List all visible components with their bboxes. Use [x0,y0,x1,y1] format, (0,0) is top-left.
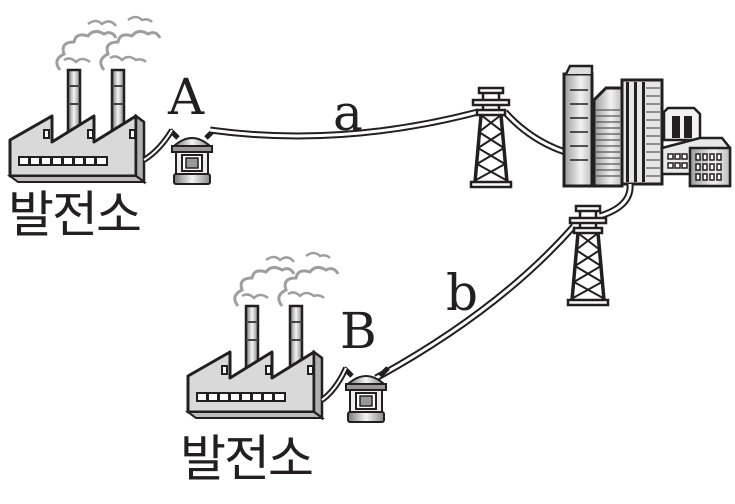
plant-b-letter: B [340,302,377,360]
plant-a-label: 발전소 [8,186,142,244]
tower-a [469,86,513,189]
transmission-line-a [209,108,567,156]
factory-icon [8,15,162,184]
pylon-icon [469,86,513,189]
transformer-icon [344,368,388,422]
line-b-label: b [446,264,479,322]
transmission-line-b [374,183,634,382]
pylon-icon [566,204,610,307]
plant-b-feeder [320,366,349,403]
city-buildings [562,64,732,188]
plant-b-label: 발전소 [180,430,314,488]
plant-a-feeder [142,128,175,163]
power-plant-b [186,251,340,420]
factory-icon [186,251,340,420]
power-plant-a [8,15,162,184]
tower-b [566,204,610,307]
line-a-label: a [333,84,363,142]
transformer-b [344,368,388,422]
plant-a-letter: A [168,68,205,126]
transformer-icon [170,130,214,184]
transformer-a [170,130,214,184]
